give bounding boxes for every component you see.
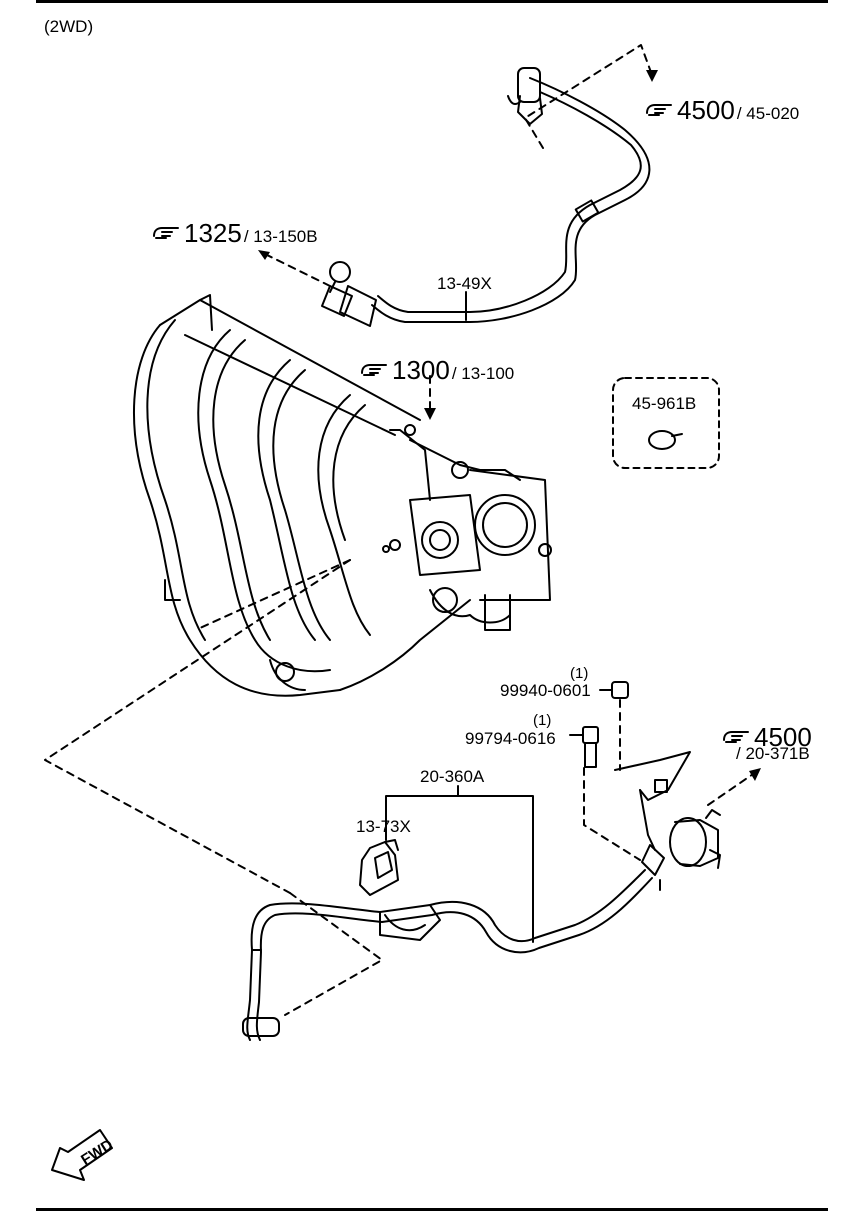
ref-sub-20-371b: / 20-371B — [736, 744, 810, 763]
bolt-qty: (1) — [533, 712, 552, 729]
ref-sub: / 45-020 — [736, 104, 800, 123]
top-rule — [36, 0, 828, 3]
nut-qty: (1) — [570, 665, 589, 682]
ref-4500-20-371b: 4500 — [722, 722, 812, 753]
part-13-49x: 13-49X — [437, 274, 492, 293]
ref-sub: / 13-100 — [451, 364, 515, 383]
pointing-hand-icon — [646, 104, 672, 116]
bottom-rule — [36, 1208, 828, 1211]
part-99794-0616: 99794-0616 — [465, 729, 556, 748]
pointing-hand-icon — [723, 731, 749, 743]
ref-main: 4500 — [754, 722, 812, 752]
part-13-73x: 13-73X — [356, 817, 411, 836]
variant-label: (2WD) — [44, 17, 94, 36]
ref-1300-13-100: 1300 / 13-100 — [360, 355, 514, 386]
fwd-arrow-icon — [51, 1129, 113, 1181]
upper-hose — [321, 67, 651, 327]
part-20-360a: 20-360A — [420, 767, 485, 786]
cap-box — [612, 377, 720, 469]
intake-manifold — [132, 294, 552, 697]
ref-1325-13-150b: 1325 / 13-150B — [152, 218, 318, 249]
ref-4500-45-020: 4500 / 45-020 — [645, 95, 799, 126]
nut-and-bolt — [569, 681, 629, 768]
ref-main: 4500 — [677, 95, 735, 125]
pointing-hand-icon — [153, 227, 179, 239]
pointing-hand-icon — [361, 364, 387, 376]
arrow-heads — [258, 70, 761, 781]
clip-13-73x — [359, 839, 399, 896]
part-99940-0601: 99940-0601 — [500, 681, 591, 700]
ref-sub: / 13-150B — [243, 227, 318, 246]
ref-main: 1300 — [392, 355, 450, 385]
bracket-and-damper — [614, 751, 721, 891]
ref-main: 1325 — [184, 218, 242, 248]
assy-leaders — [385, 785, 534, 943]
lower-pipe — [242, 869, 653, 1041]
part-45-961b: 45-961B — [632, 394, 697, 413]
